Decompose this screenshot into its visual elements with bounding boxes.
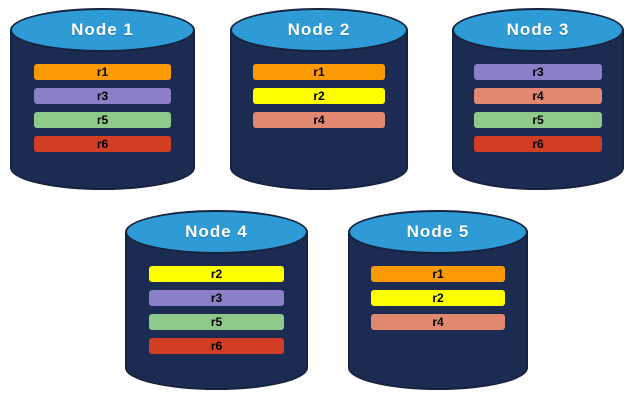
record-bar-r2[interactable]: r2 — [253, 88, 385, 104]
record-bar-r5[interactable]: r5 — [148, 314, 285, 330]
record-bar-r1[interactable]: r1 — [253, 64, 385, 80]
database-node-1[interactable]: Node 1 r1 r3 r5 r6 — [10, 8, 195, 190]
node-label: Node 1 — [71, 20, 134, 39]
record-list: r1 r3 r5 r6 — [10, 64, 195, 152]
record-bar-r3[interactable]: r3 — [34, 88, 171, 104]
database-node-3[interactable]: Node 3 r3 r4 r5 r6 — [452, 8, 624, 190]
cylinder-top-ellipse — [348, 210, 528, 254]
record-bar-r6[interactable]: r6 — [34, 136, 171, 152]
cylinder-body — [230, 30, 408, 190]
record-list: r3 r4 r5 r6 — [452, 64, 624, 152]
node-label: Node 5 — [406, 222, 470, 241]
record-bar-r4[interactable]: r4 — [253, 112, 385, 128]
record-bar-r2[interactable]: r2 — [371, 290, 505, 306]
record-list: r1 r2 r4 — [230, 64, 408, 128]
record-bar-r6[interactable]: r6 — [148, 338, 285, 354]
database-node-5[interactable]: Node 5 r1 r2 r4 — [348, 210, 528, 390]
record-list: r1 r2 r4 — [348, 266, 528, 330]
database-node-4[interactable]: Node 4 r2 r3 r5 r6 — [125, 210, 308, 390]
node-label: Node 4 — [185, 222, 248, 241]
cylinder-body — [452, 30, 624, 190]
cylinder-top-ellipse — [452, 8, 624, 52]
record-bar-r1[interactable]: r1 — [371, 266, 505, 282]
record-bar-r2[interactable]: r2 — [148, 266, 285, 282]
cylinder-top-ellipse — [10, 8, 195, 52]
record-bar-r5[interactable]: r5 — [34, 112, 171, 128]
record-list: r2 r3 r5 r6 — [125, 266, 308, 354]
cylinder-top-ellipse — [125, 210, 308, 254]
cylinder-top-ellipse — [230, 8, 408, 52]
record-bar-r3[interactable]: r3 — [474, 64, 602, 80]
record-bar-r3[interactable]: r3 — [148, 290, 285, 306]
node-label: Node 3 — [506, 20, 570, 39]
database-node-2[interactable]: Node 2 r1 r2 r4 — [230, 8, 408, 190]
cylinder-body — [125, 232, 308, 390]
record-bar-r1[interactable]: r1 — [34, 64, 171, 80]
record-bar-r4[interactable]: r4 — [371, 314, 505, 330]
record-bar-r5[interactable]: r5 — [474, 112, 602, 128]
record-bar-r6[interactable]: r6 — [474, 136, 602, 152]
record-bar-r4[interactable]: r4 — [474, 88, 602, 104]
node-label: Node 2 — [287, 20, 351, 39]
